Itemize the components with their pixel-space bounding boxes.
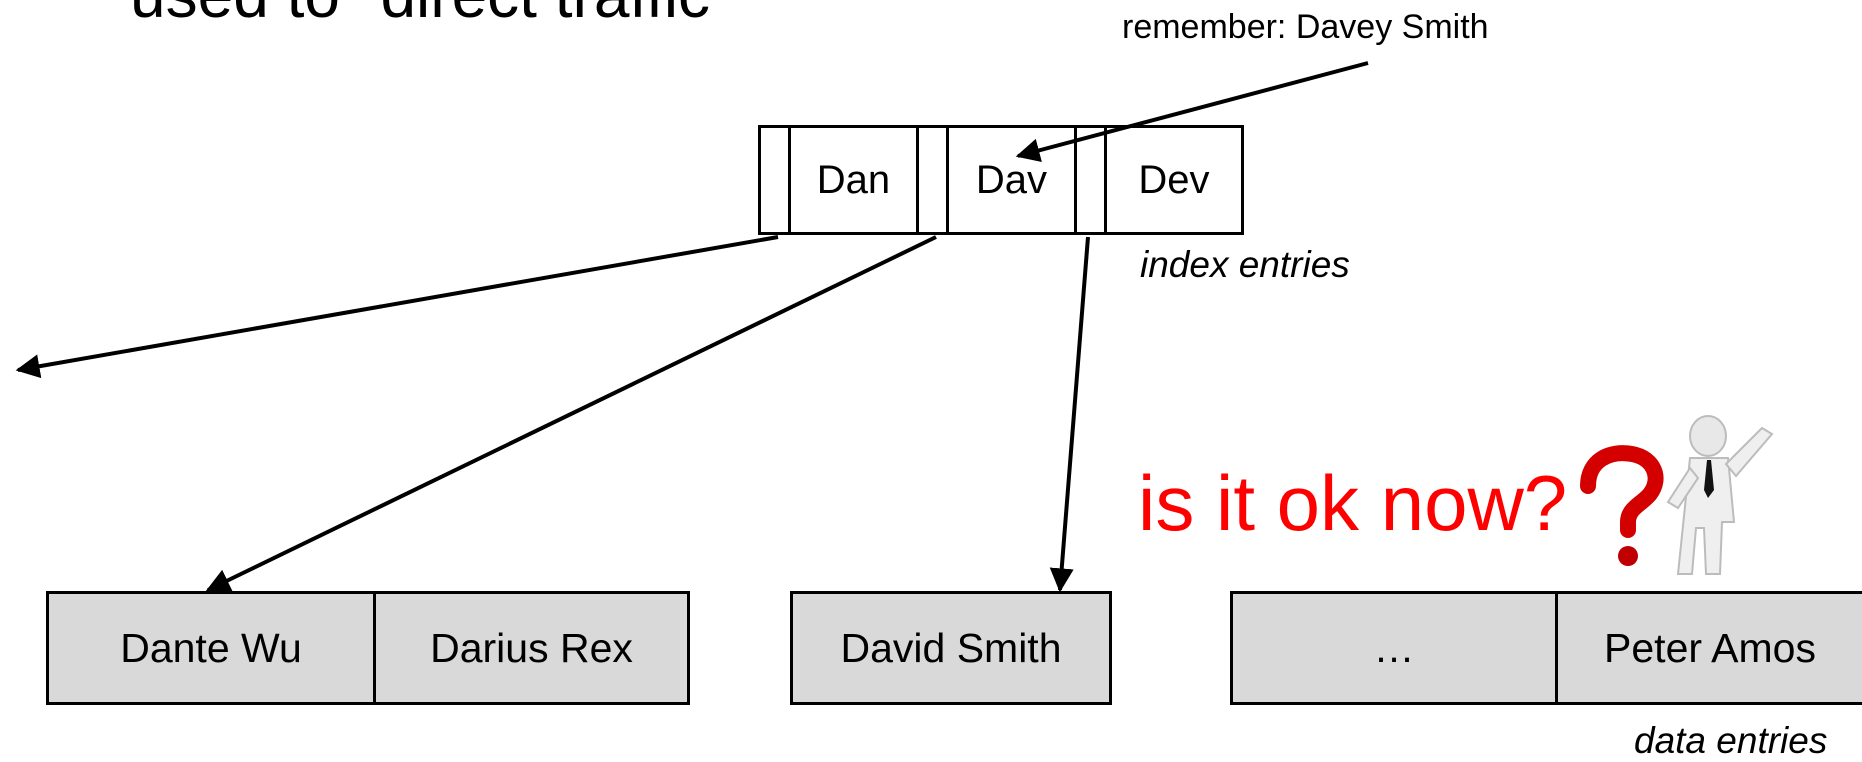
data-entry: Peter Amos (1555, 594, 1862, 702)
arrow-to-page1 (205, 235, 937, 592)
data-page: Dante Wu Darius Rex (46, 591, 690, 705)
thinking-person-icon (1580, 415, 1774, 575)
index-pointer-slot (919, 128, 949, 232)
question-mark-icon (1580, 445, 1664, 566)
data-entry: Darius Rex (373, 594, 687, 702)
data-entry: Dante Wu (120, 624, 302, 671)
data-entry: David Smith (840, 624, 1062, 671)
arrow-note-to-dav (1015, 61, 1369, 163)
index-key-dan: Dan (791, 128, 919, 232)
data-entries-caption: data entries (1634, 720, 1828, 761)
index-entries-caption: index entries (1140, 244, 1350, 285)
slide-title-partial: used to "direct traffic" (130, 0, 733, 32)
question-text: is it ok now? (1138, 459, 1568, 547)
arrow-to-left (15, 235, 779, 379)
index-pointer-slot (761, 128, 791, 232)
index-node: Dan Dav Dev (758, 125, 1244, 235)
arrow-to-page2 (1049, 236, 1090, 593)
data-page: David Smith (790, 591, 1112, 705)
data-entry: … (1373, 624, 1415, 671)
index-key-dev: Dev (1138, 157, 1210, 202)
index-key-dav: Dav (949, 128, 1077, 232)
data-page: … Peter Amos (1230, 591, 1862, 705)
index-pointer-slot (1077, 128, 1107, 232)
note-remember: remember: Davey Smith (1122, 8, 1489, 46)
